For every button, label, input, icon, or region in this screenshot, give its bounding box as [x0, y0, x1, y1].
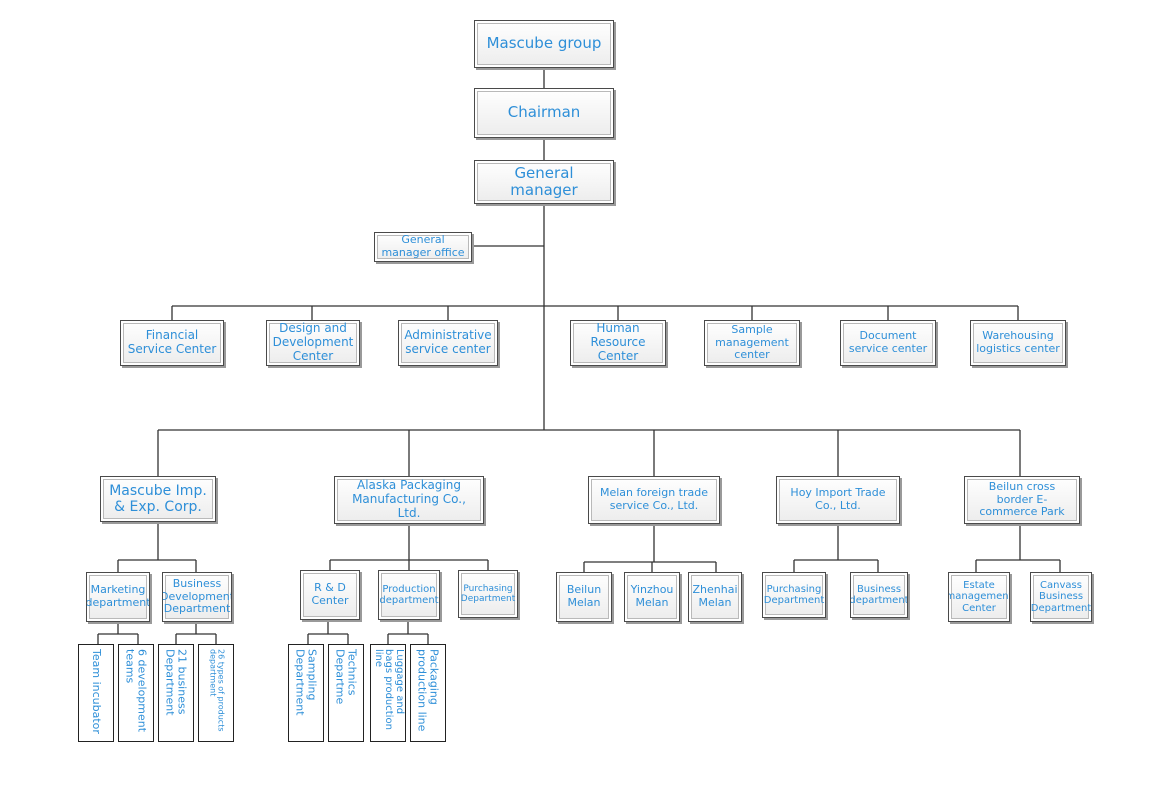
- unit-packaging-production-line: Packaging production line: [410, 644, 446, 742]
- node-business-development-department: Business Development Department: [162, 572, 232, 622]
- node-rd-center: R & D Center: [300, 570, 360, 620]
- node-estate-management-center: Estate management Center: [948, 572, 1010, 622]
- node-production-department: Production department: [378, 570, 440, 620]
- node-sample-management-center: Sample management center: [704, 320, 800, 366]
- node-financial-service-center: Financial Service Center: [120, 320, 224, 366]
- node-design-development-center: Design and Development Center: [266, 320, 360, 366]
- node-company-melan-foreign-trade: Melan foreign trade service Co., Ltd.: [588, 476, 720, 524]
- node-company-alaska-packaging: Alaska Packaging Manufacturing Co., Ltd.: [334, 476, 484, 524]
- unit-label: Sampling Department: [294, 649, 319, 716]
- unit-label: Packaging production line: [416, 649, 441, 732]
- node-human-resource-center: Human Resource Center: [570, 320, 666, 366]
- unit-technics-departme: Technics Departme: [328, 644, 364, 742]
- unit-luggage-bags-production-line: Luggage and bags production line: [370, 644, 406, 742]
- node-chairman: Chairman: [474, 88, 614, 138]
- node-zhenhai-melan: Zhenhai Melan: [688, 572, 742, 622]
- node-administrative-service-center: Administrative service center: [398, 320, 498, 366]
- node-general-manager: General manager: [474, 160, 614, 204]
- node-company-hoy-import-trade: Hoy Import Trade Co., Ltd.: [776, 476, 900, 524]
- node-hoy-purchasing-department: Purchasing Department: [762, 572, 826, 618]
- unit-label: 21 business Department: [164, 649, 189, 716]
- unit-26-types-products-department: 26 types of products department: [198, 644, 234, 742]
- unit-21-business-department: 21 business Department: [158, 644, 194, 742]
- node-hoy-business-department: Business department: [850, 572, 908, 618]
- node-beilun-melan: Beilun Melan: [556, 572, 612, 622]
- node-gm-office: General manager office: [374, 232, 472, 262]
- node-alaska-purchasing-department: Purchasing Department: [458, 570, 518, 618]
- node-canvass-business-department: Canvass Business Department: [1030, 572, 1092, 622]
- node-company-beilun-ecommerce-park: Beilun cross border E-commerce Park: [964, 476, 1080, 524]
- node-warehousing-logistics-center: Warehousing logistics center: [970, 320, 1066, 366]
- node-yinzhou-melan: Yinzhou Melan: [624, 572, 680, 622]
- node-company-mascube-imp-exp: Mascube Imp. & Exp. Corp.: [100, 476, 216, 522]
- unit-label: Team incubator: [89, 649, 103, 734]
- unit-label: Luggage and bags production line: [372, 649, 405, 730]
- unit-sampling-department: Sampling Department: [288, 644, 324, 742]
- unit-label: Technics Departme: [334, 649, 359, 705]
- node-document-service-center: Document service center: [840, 320, 936, 366]
- unit-team-incubator: Team incubator: [78, 644, 114, 742]
- unit-label: 26 types of products department: [208, 649, 226, 732]
- unit-6-development-teams: 6 development teams: [118, 644, 154, 742]
- unit-label: 6 development teams: [124, 649, 149, 733]
- node-marketing-department: Marketing department: [86, 572, 150, 622]
- node-mascube-group: Mascube group: [474, 20, 614, 68]
